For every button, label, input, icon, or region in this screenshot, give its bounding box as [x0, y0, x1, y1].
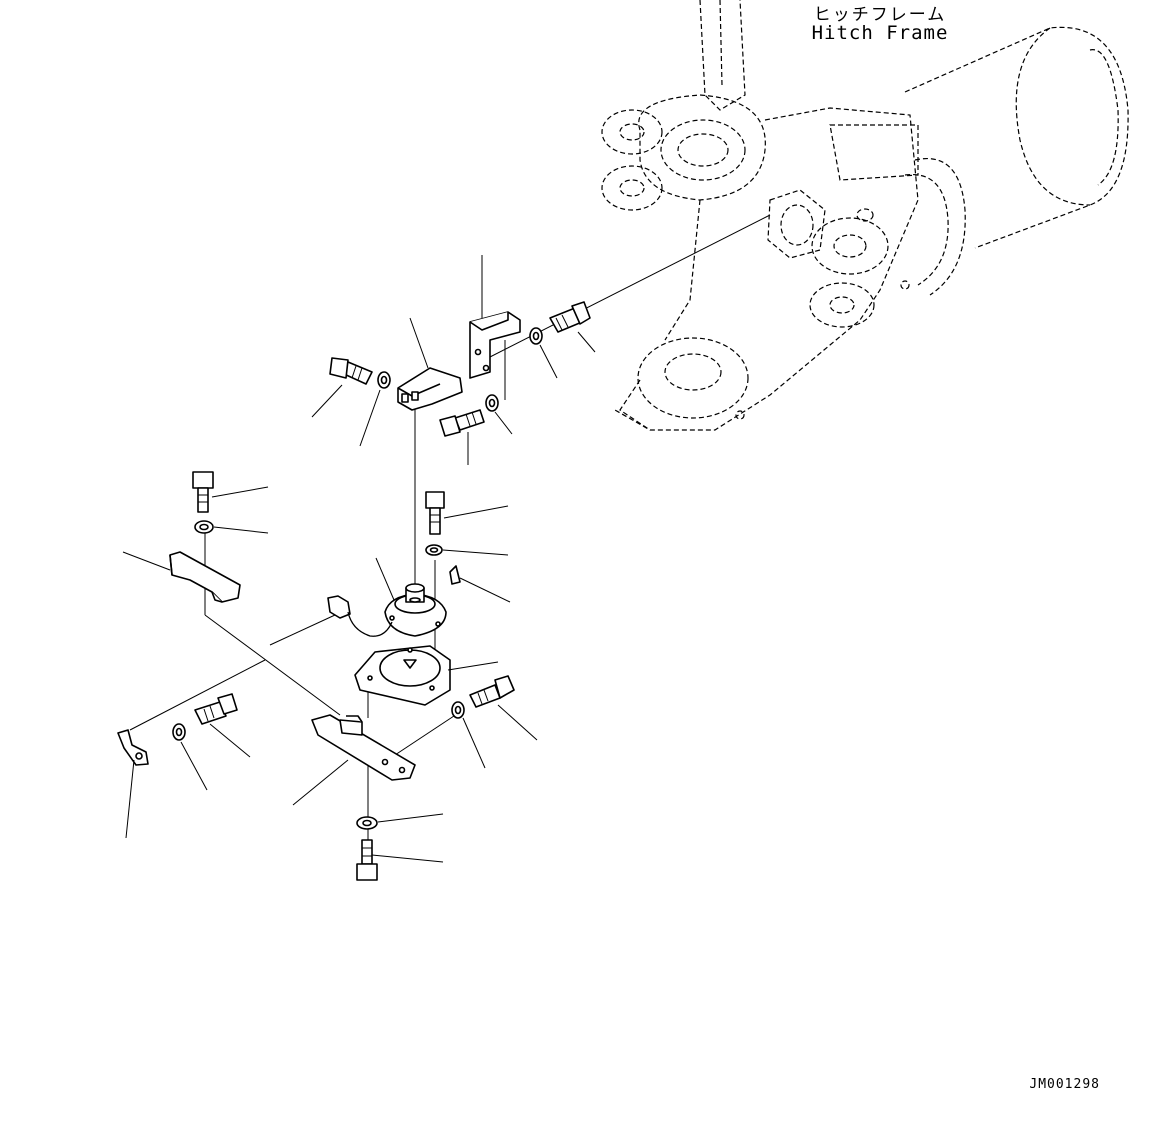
connector-icon [327, 595, 393, 637]
key-icon [449, 565, 461, 585]
bracket-icon [397, 367, 463, 411]
washer-icon [194, 520, 214, 534]
bracket-icon [469, 311, 521, 379]
clip-icon [117, 729, 149, 766]
bolt-icon [356, 839, 378, 881]
washer-icon [451, 701, 465, 719]
bracket-icon [311, 714, 416, 781]
washer-icon [377, 371, 391, 389]
cover-plate-icon [354, 645, 451, 706]
washer-icon [485, 394, 499, 412]
hitch-frame-label-en: Hitch Frame [811, 22, 949, 44]
bolt-icon [549, 301, 591, 333]
washer-icon [529, 327, 543, 345]
bracket-icon [169, 551, 241, 603]
hitch-frame-drawing [601, 0, 1129, 431]
bolt-icon [469, 675, 515, 708]
bolt-icon [194, 693, 238, 725]
sensor-icon [384, 583, 447, 637]
drawing-code: JM001298 [1029, 1077, 1100, 1092]
bolt-icon [439, 409, 485, 437]
bolt-icon [192, 471, 214, 513]
washer-icon [172, 723, 186, 741]
bolt-icon [425, 491, 445, 535]
assembly-lines [129, 214, 771, 840]
washer-icon [425, 544, 443, 556]
washer-icon [356, 816, 378, 830]
hitch-frame-label-jp: ヒッチフレーム [813, 5, 947, 25]
bolt-icon [329, 357, 373, 385]
